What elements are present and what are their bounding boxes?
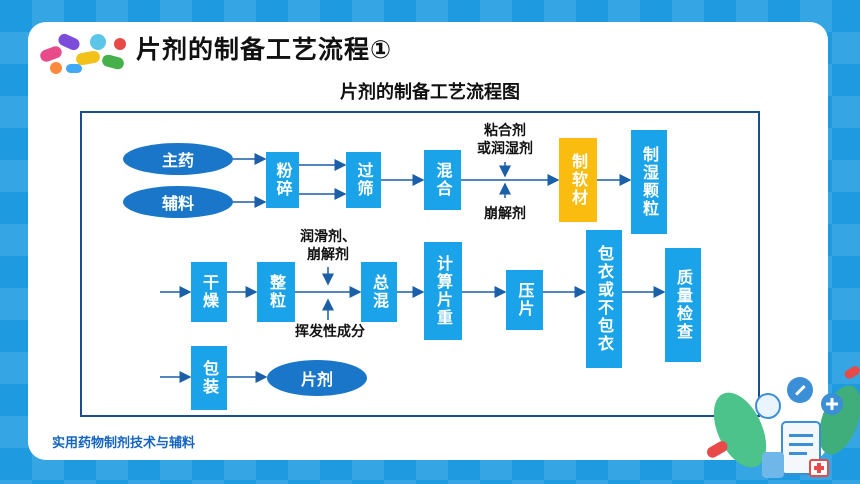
medical-illustration [706, 366, 860, 478]
node-total-mix: 总混 [361, 262, 397, 322]
node-sieve: 过筛 [346, 152, 381, 208]
node-package: 包装 [191, 346, 227, 410]
diagram-title: 片剂的制备工艺流程图 [340, 82, 520, 103]
node-dry: 干燥 [191, 262, 227, 322]
node-crush: 粉碎 [266, 152, 299, 208]
node-tablet: 片剂 [267, 360, 367, 396]
node-mix: 混合 [424, 150, 461, 210]
label-lubricant: 润滑剂、 崩解剂 [300, 229, 356, 263]
diagram-frame [80, 111, 760, 417]
node-wet-granule: 制湿颗粒 [631, 130, 667, 234]
label-binder: 粘合剂 或润湿剂 [477, 123, 533, 157]
node-excipient: 辅料 [123, 186, 233, 218]
node-soft-material: 制软材 [559, 138, 597, 222]
node-quality: 质量检查 [665, 248, 701, 362]
pills-illustration [40, 33, 126, 74]
footer-text: 实用药物制剂技术与辅料 [52, 436, 196, 451]
node-main-drug: 主药 [123, 143, 233, 175]
content-card [28, 22, 828, 460]
node-calc-weight: 计算片重 [424, 242, 462, 340]
slide-title: 片剂的制备工艺流程① [136, 35, 393, 64]
label-disintegrant: 崩解剂 [484, 206, 526, 222]
node-press: 压片 [506, 270, 543, 330]
node-coat: 包衣或不包衣 [586, 230, 622, 368]
node-size-granule: 整粒 [257, 262, 295, 322]
label-volatile: 挥发性成分 [295, 324, 365, 340]
